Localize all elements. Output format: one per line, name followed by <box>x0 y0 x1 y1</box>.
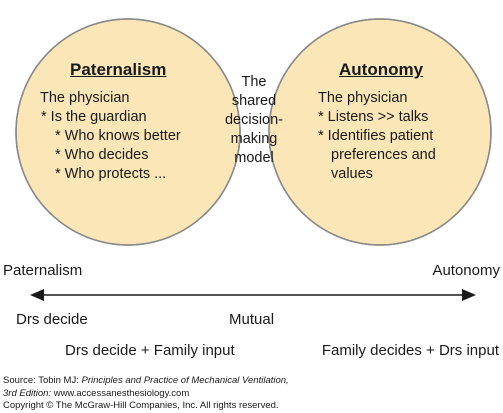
paternalism-line: The physician <box>40 90 130 106</box>
shared-model-text: The shared decision- making model <box>214 73 294 168</box>
autonomy-line: * Listens >> talks <box>318 109 429 125</box>
autonomy-line: * Identifies patient <box>318 128 434 144</box>
arrow-head-right <box>462 289 476 301</box>
paternalism-list: The physician * Is the guardian * Who kn… <box>40 89 181 184</box>
drs-decide-family-input-label: Drs decide + Family input <box>65 342 235 359</box>
shared-model-line: making <box>230 131 278 147</box>
spectrum-right-end: Autonomy <box>432 262 500 279</box>
paternalism-line: * Is the guardian <box>41 109 147 125</box>
shared-model-line: decision- <box>224 112 284 128</box>
drs-decide-label: Drs decide <box>16 311 88 328</box>
paternalism-title: Paternalism <box>70 60 167 79</box>
spectrum-left-end: Paternalism <box>3 262 83 279</box>
source-line-1: Source: Tobin MJ: Principles and Practic… <box>3 375 289 386</box>
autonomy-line: preferences and <box>331 147 436 163</box>
paternalism-line: * Who knows better <box>55 128 181 144</box>
arrow-head-left <box>30 289 44 301</box>
autonomy-list: The physician * Listens >> talks * Ident… <box>318 89 436 184</box>
family-decides-drs-input-label: Family decides + Drs input <box>321 342 499 359</box>
source-line-2: 3rd Edition: www.accessanesthesiology.co… <box>3 387 190 399</box>
copyright-line: Copyright © The McGraw-Hill Companies, I… <box>3 400 279 411</box>
source-citation: Source: Tobin MJ: Principles and Practic… <box>3 375 289 413</box>
autonomy-line: values <box>331 166 373 182</box>
mutual-label: Mutual <box>229 311 275 328</box>
shared-model-line: The <box>241 74 267 90</box>
paternalism-line: * Who protects ... <box>55 166 167 182</box>
right-circle-outline <box>268 18 492 246</box>
shared-model-line: model <box>234 150 274 166</box>
autonomy-title: Autonomy <box>339 60 424 79</box>
shared-model-line: shared <box>231 93 277 109</box>
paternalism-line: * Who decides <box>55 147 149 163</box>
left-circle-outline <box>15 18 241 246</box>
autonomy-line: The physician <box>318 90 408 106</box>
